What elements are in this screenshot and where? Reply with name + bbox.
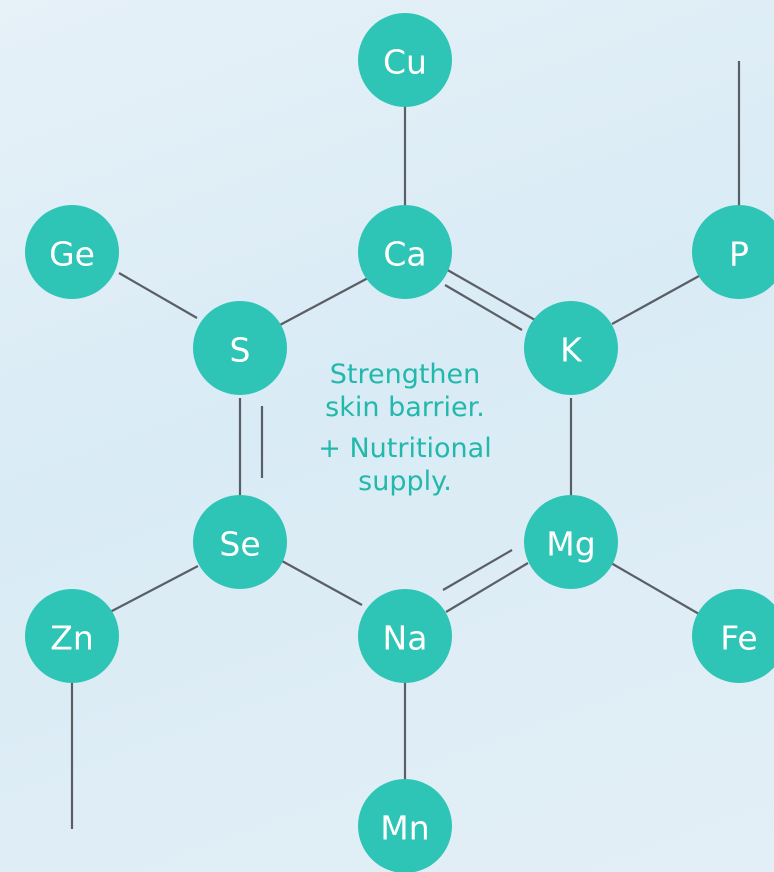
caption-benefit: Strengthen skin barrier.: [270, 358, 540, 424]
atom-ca: Ca: [358, 205, 452, 299]
atom-k: K: [524, 301, 618, 395]
atom-p: P: [692, 205, 774, 299]
caption-line-3: + Nutritional: [318, 433, 492, 464]
bonds: [70, 61, 741, 829]
atom-zn-label: Zn: [50, 619, 94, 658]
atom-zn-circle: [25, 589, 119, 683]
caption-line-2: skin barrier.: [325, 392, 485, 423]
atom-cu-circle: [358, 13, 452, 107]
bond-ca-k-double: [444, 284, 523, 331]
caption-line-4: supply.: [358, 466, 452, 497]
bond-se-na: [281, 560, 363, 606]
bond-k-p: [611, 275, 700, 325]
atom-fe: Fe: [692, 589, 774, 683]
atom-k-label: K: [560, 331, 583, 370]
atom-mn-label: Mn: [380, 809, 429, 848]
atom-ge: Ge: [25, 205, 119, 299]
caption-line-1: Strengthen: [329, 359, 481, 390]
atom-mg-label: Mg: [546, 525, 595, 564]
atom-na-label: Na: [383, 619, 428, 658]
atom-mg: Mg: [524, 495, 618, 589]
bond-mg-na-double: [442, 549, 513, 591]
atom-p-label: P: [729, 235, 749, 274]
atom-fe-label: Fe: [720, 619, 757, 658]
atom-zn: Zn: [25, 589, 119, 683]
atom-ge-label: Ge: [49, 235, 95, 274]
bond-ge-s: [118, 272, 198, 319]
atom-mg-circle: [524, 495, 618, 589]
caption-nutrition: + Nutritional supply.: [270, 432, 540, 498]
center-caption: Strengthen skin barrier. + Nutritional s…: [270, 358, 540, 498]
atom-ca-circle: [358, 205, 452, 299]
atom-s-label: S: [230, 331, 251, 370]
atom-se-label: Se: [219, 525, 260, 564]
bond-ca-s: [277, 277, 369, 327]
atom-k-circle: [524, 301, 618, 395]
bond-ca-k: [443, 267, 536, 321]
atom-na-circle: [358, 589, 452, 683]
atom-s-circle: [193, 301, 287, 395]
atom-fe-circle: [692, 589, 774, 683]
atom-p-circle: [692, 205, 774, 299]
atom-mn: Mn: [358, 779, 452, 872]
atom-na: Na: [358, 589, 452, 683]
atom-cu-label: Cu: [383, 43, 427, 82]
bond-se-zn: [109, 565, 199, 613]
atom-ge-circle: [25, 205, 119, 299]
atom-se: Se: [193, 495, 287, 589]
atom-ca-label: Ca: [383, 235, 426, 274]
atom-s: S: [193, 301, 287, 395]
atom-mn-circle: [358, 779, 452, 872]
atom-cu: Cu: [358, 13, 452, 107]
atom-se-circle: [193, 495, 287, 589]
bond-mg-na: [445, 562, 529, 613]
bond-mg-fe: [610, 562, 700, 615]
